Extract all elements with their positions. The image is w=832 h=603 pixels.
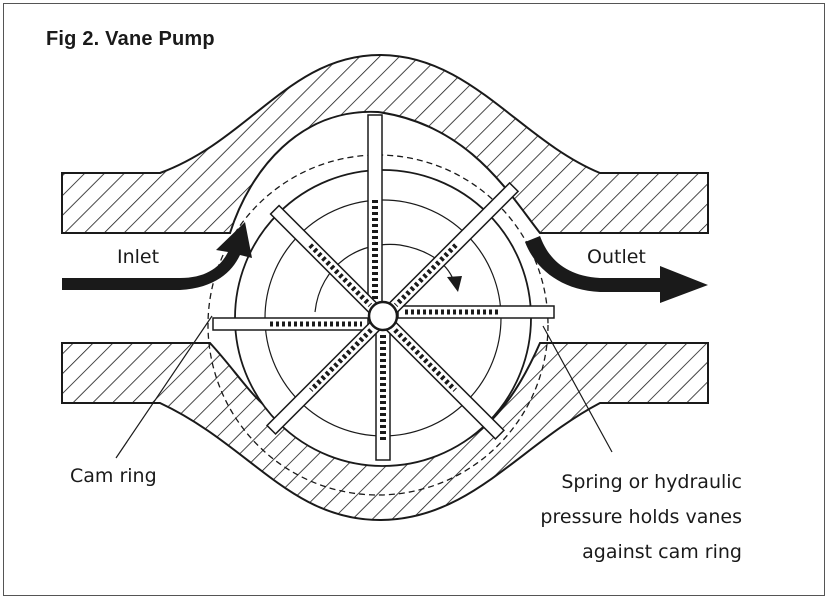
vane-bottom bbox=[375, 329, 391, 461]
outlet-label: Outlet bbox=[587, 246, 646, 268]
spring-pressure-label: Spring or hydraulic pressure holds vanes… bbox=[540, 465, 742, 570]
spring-label-line: pressure holds vanes bbox=[540, 506, 742, 528]
vane-top bbox=[367, 114, 383, 306]
inlet-arrow bbox=[62, 222, 252, 290]
cam-ring-leader bbox=[115, 315, 213, 459]
figure-title: Fig 2. Vane Pump bbox=[46, 28, 215, 50]
cam-ring-label: Cam ring bbox=[70, 465, 157, 487]
vane-right bbox=[397, 305, 555, 319]
spring-label-line: Spring or hydraulic bbox=[561, 471, 742, 493]
outlet-arrow bbox=[525, 236, 708, 303]
upper-housing bbox=[61, 53, 709, 234]
vane-left bbox=[212, 317, 369, 331]
rotation-arrow-head bbox=[447, 276, 462, 292]
shaft-hub bbox=[367, 300, 399, 332]
spring-label-line: against cam ring bbox=[582, 541, 742, 563]
inlet-label: Inlet bbox=[117, 246, 160, 268]
spring-leader bbox=[542, 325, 613, 453]
